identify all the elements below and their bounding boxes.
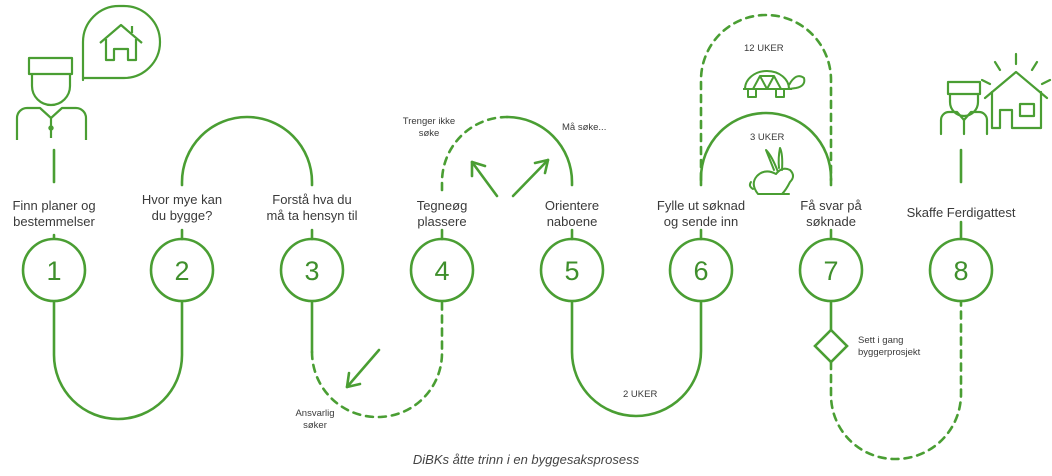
arrow-down-left-head — [345, 371, 362, 389]
step-label-8: Skaffe Ferdigattest — [906, 205, 1016, 220]
person-icon — [15, 56, 88, 140]
connector-6-7-short — [699, 111, 833, 187]
annotation-3-uker: 3 UKER — [750, 132, 785, 143]
turtle-icon — [743, 70, 806, 98]
step-number: 7 — [823, 256, 838, 286]
arrow-up-left — [470, 160, 499, 198]
connector-6-7-long — [699, 13, 833, 182]
arrow-up-left-head — [470, 160, 487, 178]
connector-7-8-dashed — [829, 298, 963, 461]
step-number: 6 — [693, 256, 708, 286]
connector-3-4-dashed — [310, 298, 444, 419]
house-speech-bubble-icon — [81, 4, 162, 82]
step-number: 1 — [46, 256, 61, 286]
connector-2-3 — [180, 115, 314, 187]
person-with-house-icon — [939, 52, 1052, 136]
step-number: 3 — [304, 256, 319, 286]
step-number: 5 — [564, 256, 579, 286]
step-number: 4 — [434, 256, 449, 286]
annotation-ma-soke: Må søke... — [562, 122, 607, 133]
annotation-12-uker: 12 UKER — [744, 43, 784, 54]
annotation-2-uker: 2 UKER — [623, 389, 658, 400]
milestone-diamond — [813, 328, 849, 364]
diagram-caption: DiBKs åtte trinn i en byggesaksprosess — [412, 452, 640, 467]
step-number: 8 — [953, 256, 968, 286]
connector-4-5-dashed — [440, 115, 509, 192]
connector-1-2 — [52, 298, 184, 421]
arrow-down-left — [345, 348, 381, 389]
rabbit-icon — [748, 147, 794, 195]
arrow-up-right-head — [533, 158, 550, 175]
arrow-up-right — [511, 158, 550, 198]
step-number: 2 — [174, 256, 189, 286]
step-circle-1 — [21, 237, 87, 303]
connector-5-6 — [570, 298, 703, 418]
connector-4-5-solid — [505, 115, 574, 187]
